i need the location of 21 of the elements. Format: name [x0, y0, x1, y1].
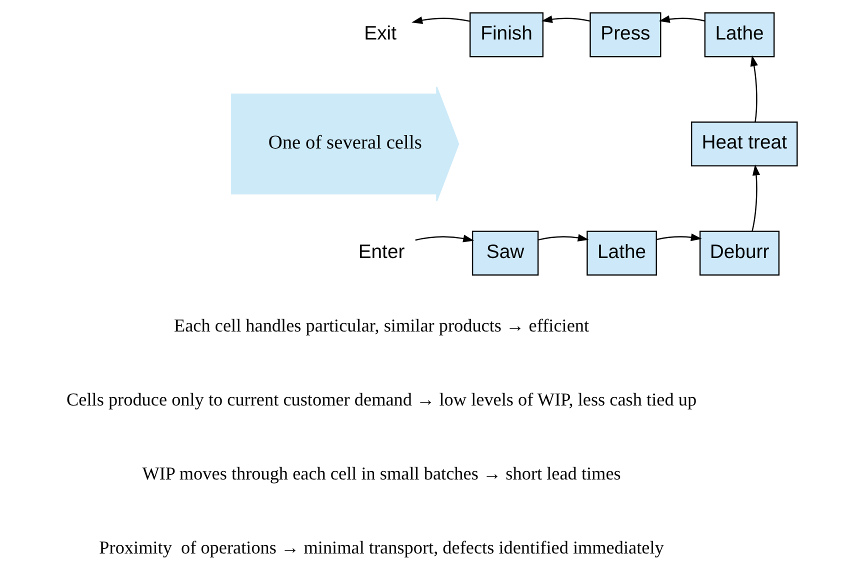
- node-box: Heat treat: [690, 122, 798, 166]
- label: WIP moves through each cell in small batches → short lead times: [142, 463, 621, 484]
- arrow: [412, 16, 470, 24]
- label: Proximity of operations → minimal transport, defects identified immediately: [99, 538, 664, 558]
- arrow: [415, 234, 474, 242]
- node-box: Press: [590, 12, 662, 58]
- node-box: Deburr: [699, 230, 780, 276]
- node-box: Lathe: [704, 12, 775, 58]
- label: Cells produce only to current customer demand → low levels of WIP, less cash tied up: [66, 389, 697, 410]
- node-box: Lathe: [586, 230, 657, 276]
- arrow: [750, 55, 758, 122]
- arrow: [752, 164, 760, 232]
- node-text: Enter: [358, 240, 405, 263]
- arrow: [656, 233, 702, 242]
- label: Each cell handles particular, similar products → efficient: [174, 315, 590, 336]
- node-box: Finish: [470, 12, 544, 58]
- arrow: [538, 234, 589, 242]
- arrow: [658, 15, 705, 23]
- node-box: Saw: [472, 230, 539, 276]
- node-text: Exit: [364, 22, 396, 44]
- arrow: [541, 15, 590, 23]
